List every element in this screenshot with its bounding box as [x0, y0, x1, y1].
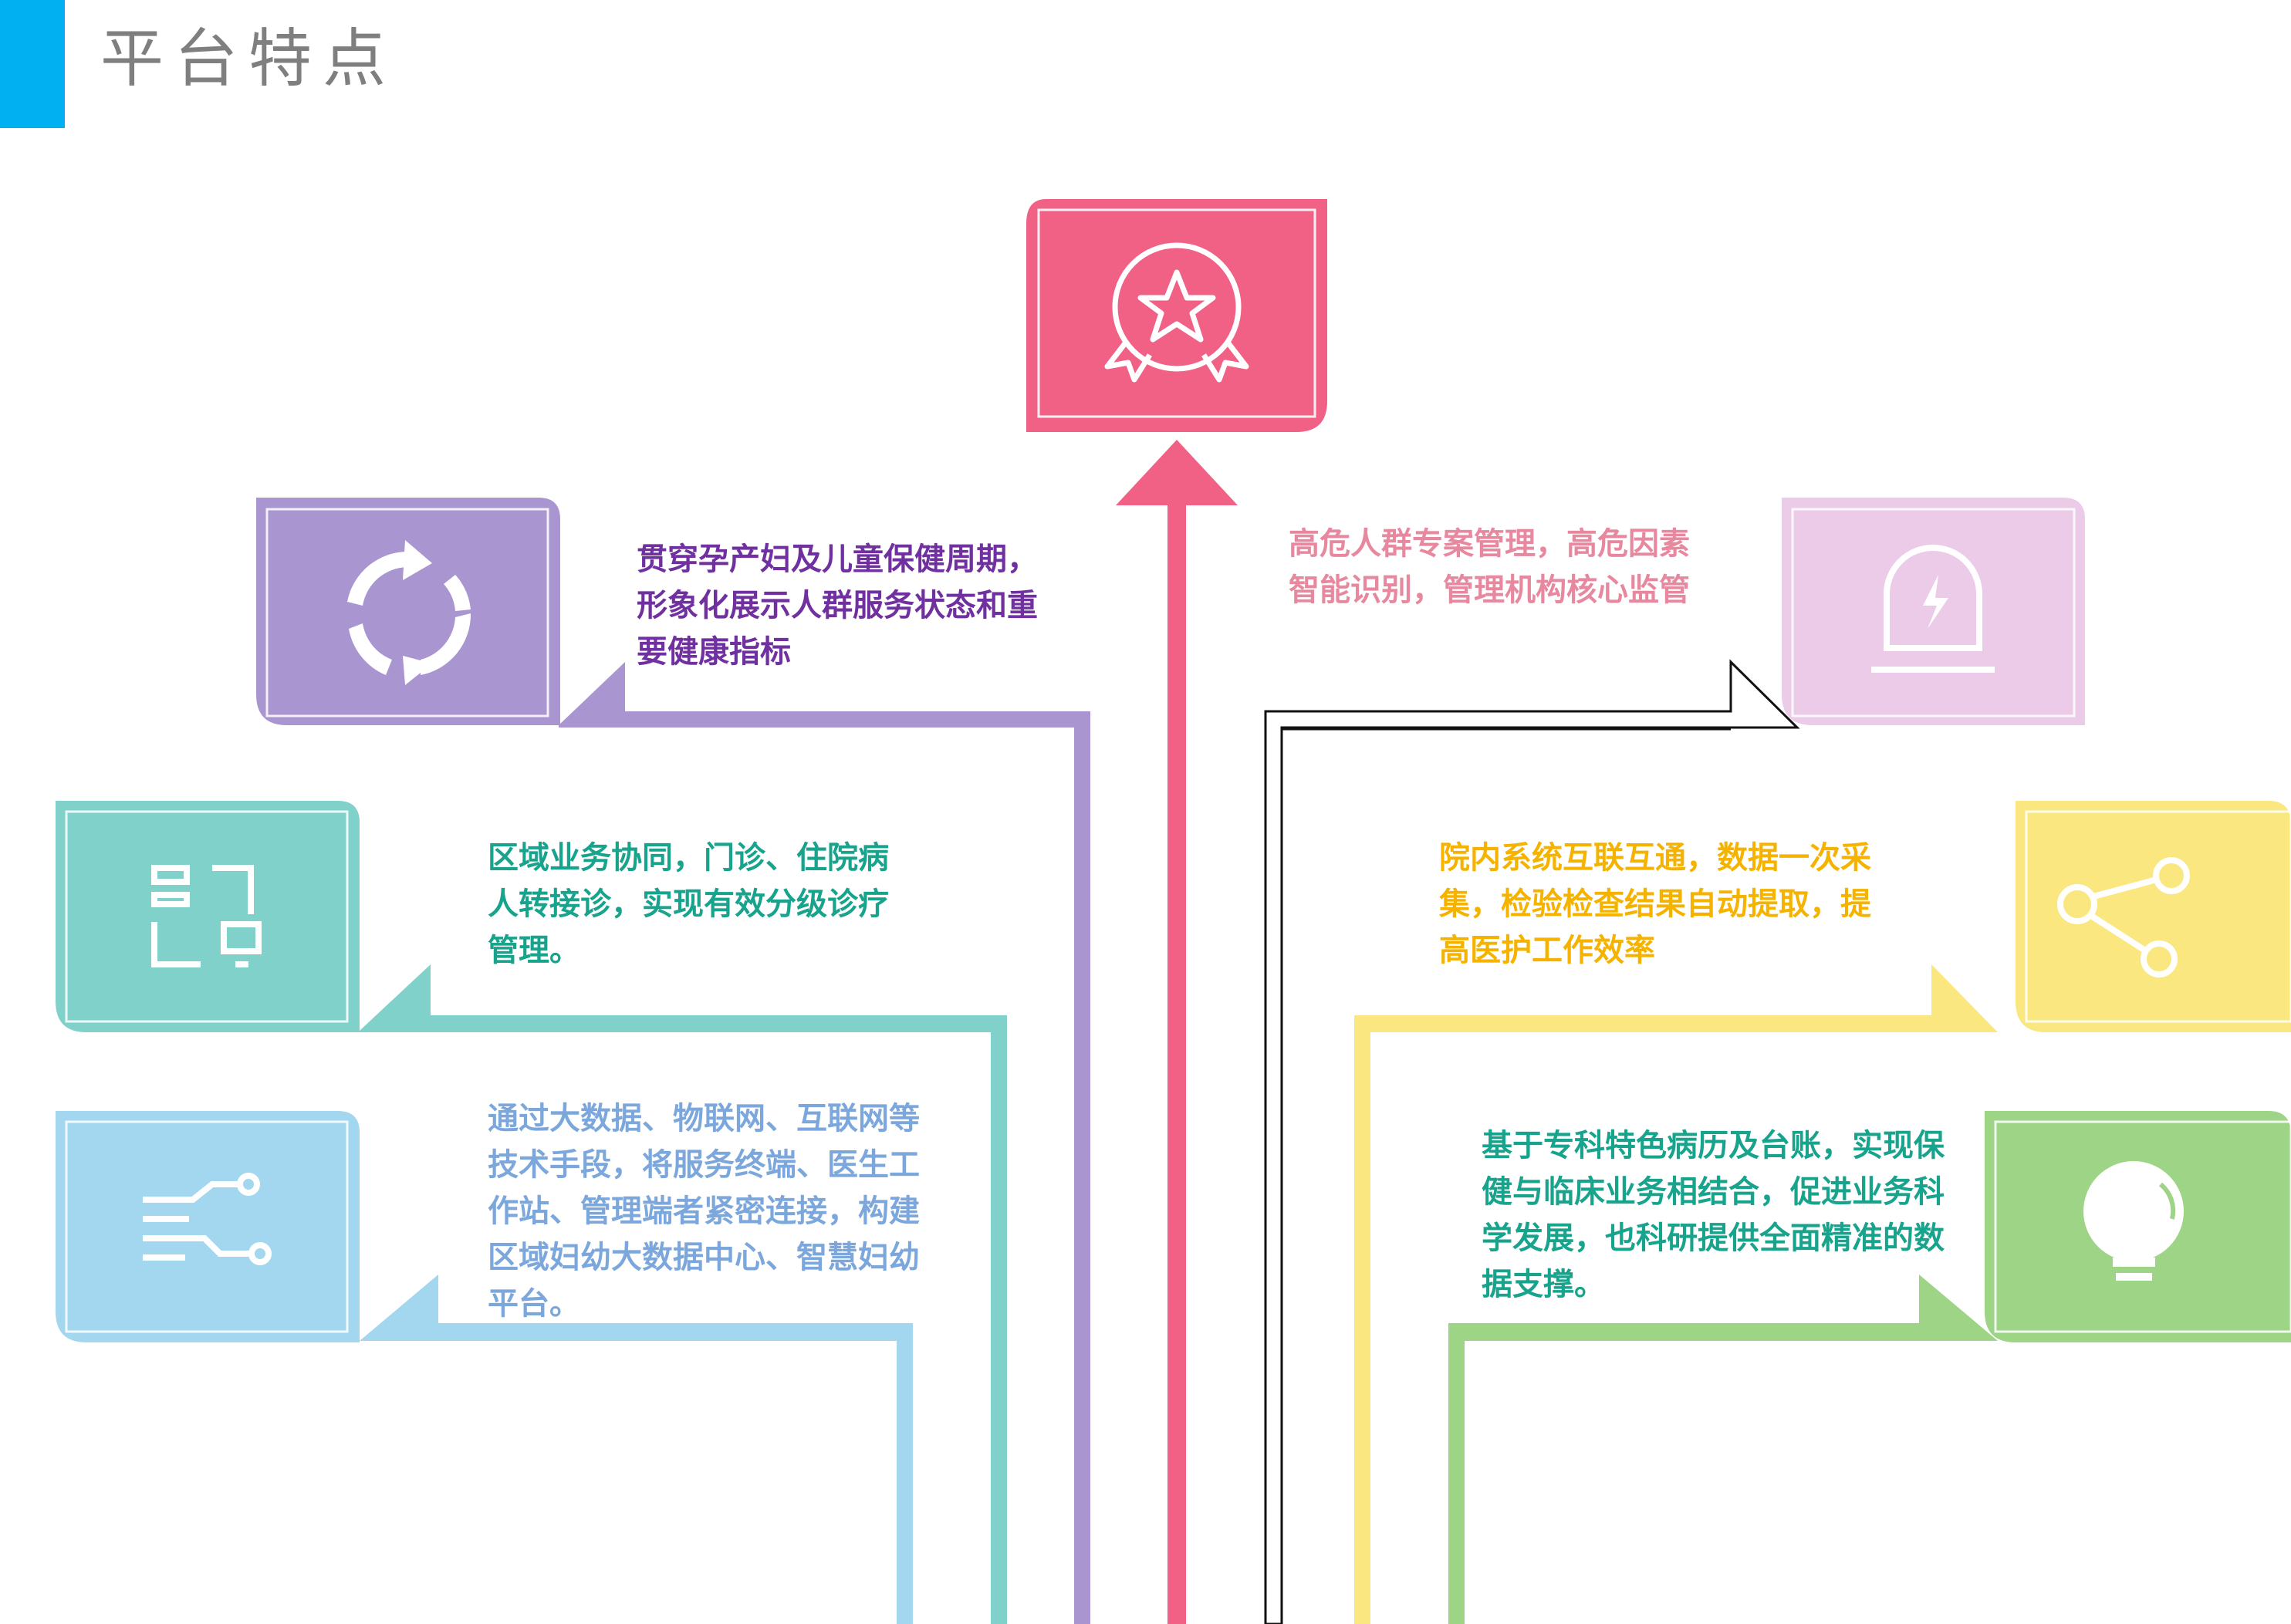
feature-text-4: 高危人群专案管理，高危因素智能识别，管理机构核心监管 — [1289, 526, 1690, 608]
circuit-icon — [143, 1173, 272, 1265]
feature-text-2: 区域业务协同，门诊、住院病人转接诊，实现有效分级诊疗管理。 — [488, 840, 889, 968]
connector-feature-4 — [1264, 659, 1800, 1624]
share-network-icon — [2057, 857, 2190, 977]
feature-card-2 — [56, 801, 360, 1032]
feature-text-6: 基于专科特色病历及台账，实现保健与临床业务相结合，促进业务科学发展，也科研提供全… — [1482, 1128, 1945, 1302]
refresh-cycle-icon — [347, 540, 471, 685]
feature-card-5 — [2016, 801, 2291, 1032]
title-accent-bar — [0, 0, 65, 128]
feature-card-3 — [56, 1111, 360, 1342]
feature-text-5: 院内系统互联互通，数据一次采集，检验检查结果自动提取，提高医护工作效率 — [1439, 840, 1871, 968]
feature-card-1 — [256, 498, 560, 725]
center-card — [1026, 199, 1327, 432]
award-medal-icon — [1104, 242, 1249, 383]
connector-feature-2 — [360, 964, 1007, 1624]
feature-text-3: 通过大数据、物联网、互联网等技术手段，将服务终端、医生工作站、管理端者紧密连接，… — [488, 1101, 920, 1322]
connector-feature-5 — [1354, 964, 1998, 1624]
light-bulb-icon — [2083, 1161, 2184, 1281]
device-connect-icon — [151, 865, 262, 967]
page-title: 平台特点 — [100, 22, 397, 96]
feature-text-1: 贯穿孕产妇及儿童保健周期，形象化展示人群服务状态和重要健康指标 — [637, 542, 1038, 670]
alarm-light-icon — [1871, 545, 1995, 673]
feature-card-6 — [1985, 1111, 2291, 1342]
connector-feature-3 — [360, 1275, 913, 1624]
center-arrow — [1116, 440, 1238, 1624]
connector-feature-6 — [1448, 1275, 1998, 1624]
feature-card-4 — [1782, 498, 2085, 725]
